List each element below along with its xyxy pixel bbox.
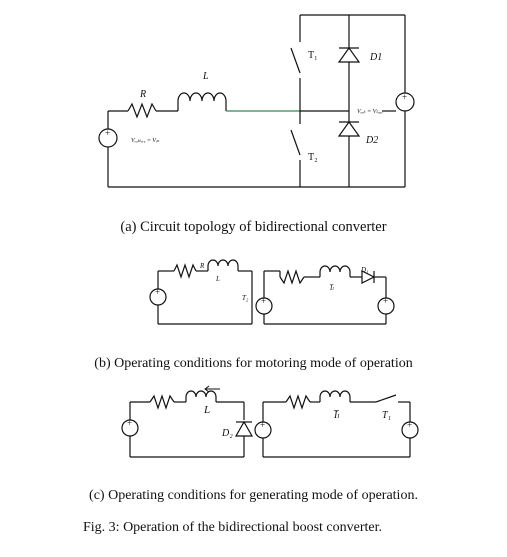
label-vbattery: Vₑₐₜₜₑᵣᵧ = Vᵢₙ	[131, 138, 160, 144]
label-r: R	[139, 89, 146, 100]
caption-c: (c) Operating conditions for generating …	[89, 488, 418, 503]
b-label-d1: D₁	[360, 266, 369, 274]
battery-source	[98, 111, 118, 187]
label-vout: Vₒᵤₜ = Vₗₒₐₑ	[357, 109, 383, 115]
b-label-r: R	[199, 262, 205, 270]
plus-sign: +	[155, 287, 160, 297]
resistor-r	[127, 102, 157, 119]
plus-sign: +	[261, 296, 266, 306]
plus-sign: +	[105, 128, 110, 138]
caption-b: (b) Operating conditions for motoring mo…	[94, 356, 413, 371]
c-inductor	[185, 390, 217, 402]
switch-t2	[290, 111, 301, 187]
c-label-d2: D₂	[221, 428, 233, 439]
b-inductor	[207, 259, 239, 271]
label-t2: T₂	[308, 152, 318, 163]
topology-a	[98, 14, 415, 188]
c-switch-t1	[375, 394, 410, 403]
label-d1: D1	[369, 52, 382, 63]
b2-inductor	[319, 265, 351, 277]
c2-resistor	[285, 394, 311, 410]
circuit-c	[121, 390, 419, 458]
plus-sign: +	[407, 420, 412, 430]
c-label-l: L	[203, 404, 210, 416]
b-label-l: L	[215, 275, 220, 283]
b-label-t2: T₂	[242, 294, 249, 302]
inductor-l	[177, 92, 227, 104]
load-source	[395, 92, 415, 112]
circuit-b	[149, 259, 395, 325]
label-t1: T₁	[308, 50, 318, 61]
plus-sign: +	[127, 418, 132, 428]
diode-d1	[337, 46, 361, 63]
label-d2: D2	[365, 135, 378, 146]
c-diode-d2	[234, 420, 254, 437]
plus-sign: +	[383, 296, 388, 306]
b2-resistor	[279, 269, 305, 285]
diode-d2	[337, 120, 361, 137]
c-label-t1: T₁	[382, 410, 391, 421]
b-label-il: I̅ₗ	[329, 284, 334, 292]
c-label-il: I̅ₗ	[333, 410, 340, 421]
label-l: L	[202, 71, 209, 82]
figure-caption: Fig. 3: Operation of the bidirectional b…	[83, 520, 382, 535]
c2-inductor	[319, 390, 351, 402]
caption-a: (a) Circuit topology of bidirectional co…	[120, 219, 387, 235]
c-resistor	[149, 394, 175, 410]
switch-t1	[290, 15, 301, 111]
current-arrow-head	[204, 385, 210, 393]
plus-sign: +	[402, 92, 407, 102]
b-resistor	[173, 263, 197, 279]
plus-sign: +	[260, 420, 265, 430]
